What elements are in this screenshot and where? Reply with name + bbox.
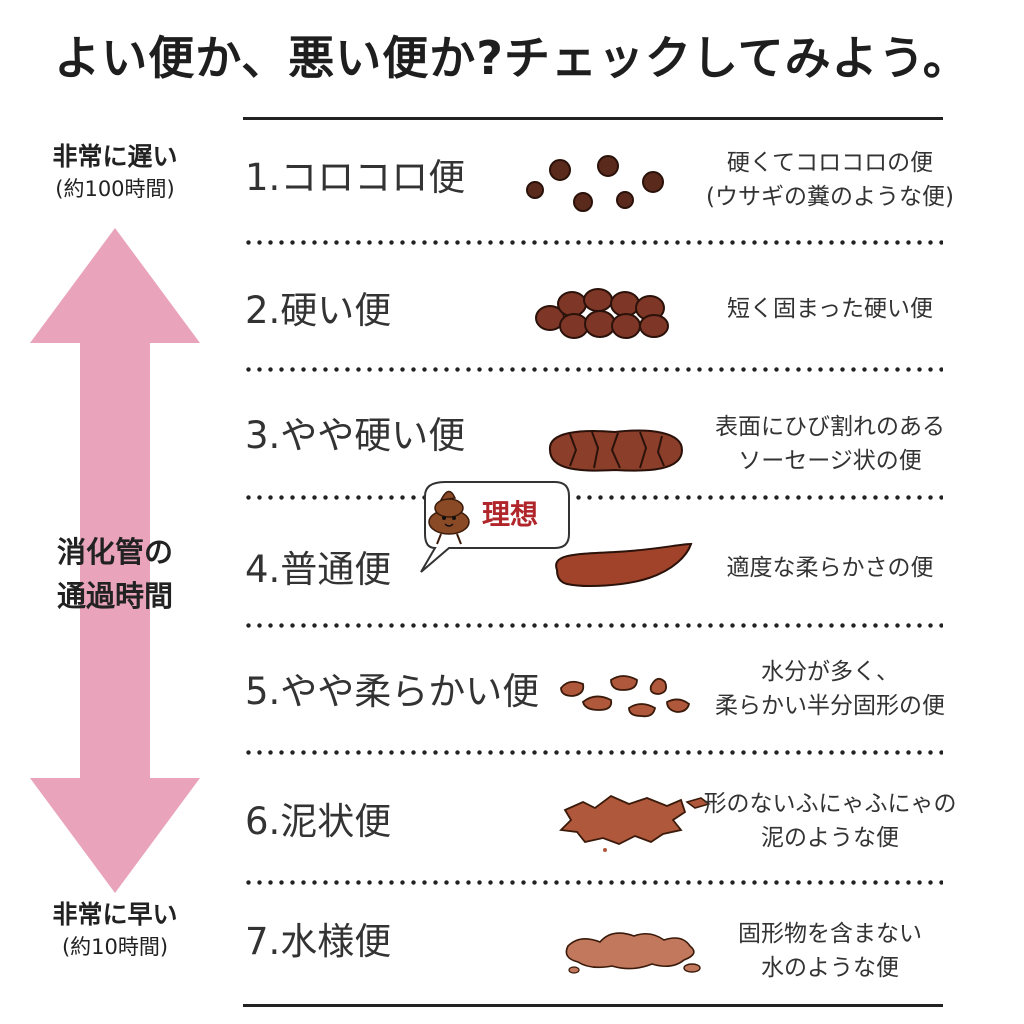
type-6-desc-line: 泥のような便: [761, 825, 899, 851]
row-divider: [243, 240, 943, 245]
stool-type-1-icon: [526, 155, 664, 212]
fast-label: 非常に早い (約10時間): [15, 898, 215, 962]
row-divider: [243, 495, 943, 500]
type-7-name: 7.水様便: [245, 920, 392, 963]
type-4-name: 4.普通便: [245, 548, 392, 591]
arrow-shape: [30, 228, 200, 893]
type-7-desc-line: 水のような便: [761, 955, 899, 981]
type-5-description: 水分が多く、 柔らかい半分固形の便: [680, 655, 980, 723]
slow-label: 非常に遅い (約100時間): [15, 140, 215, 204]
type-1-desc-line: 硬くてコロコロの便: [726, 150, 934, 176]
transit-time-label-line1: 消化管の: [56, 535, 173, 569]
fast-label-main: 非常に早い: [52, 900, 178, 929]
type-7-description: 固形物を含まない 水のような便: [680, 917, 980, 985]
type-3-desc-line: ソーセージ状の便: [738, 448, 922, 474]
type-6-desc-line: 形のないふにゃふにゃの: [703, 791, 957, 817]
row-divider: [243, 623, 943, 628]
type-3-description: 表面にひび割れのある ソーセージ状の便: [680, 410, 980, 478]
type-1-description: 硬くてコロコロの便 (ウサギの糞のような便): [680, 146, 980, 214]
row-divider: [243, 367, 943, 372]
fast-label-sub: (約10時間): [61, 935, 169, 959]
stool-type-4-icon: [555, 542, 693, 587]
row-divider: [243, 880, 943, 885]
ideal-label: 理想: [482, 498, 539, 531]
stool-type-5-icon: [560, 675, 691, 718]
stool-type-6-icon: [559, 794, 711, 852]
double-arrow-icon: [30, 228, 200, 893]
type-5-desc-line: 柔らかい半分固形の便: [715, 693, 945, 719]
type-6-name: 6.泥状便: [245, 800, 392, 843]
stool-type-2-icon: [535, 288, 669, 339]
type-2-name: 2.硬い便: [245, 289, 392, 332]
page-title: よい便か、悪い便か?チェックしてみよう。: [54, 31, 970, 85]
poop-mascot-icon: [428, 490, 470, 545]
transit-time-label: 消化管の 通過時間: [20, 530, 210, 618]
type-1-desc-line: (ウサギの糞のような便): [706, 184, 954, 210]
slow-label-sub: (約100時間): [55, 177, 175, 201]
type-5-name: 5.やや柔らかい便: [245, 670, 540, 713]
type-2-desc-line: 短く固まった硬い便: [726, 296, 934, 322]
type-4-description: 適度な柔らかさの便: [680, 551, 980, 585]
row-divider: [243, 750, 943, 755]
type-6-description: 形のないふにゃふにゃの 泥のような便: [680, 787, 980, 855]
type-3-desc-line: 表面にひび割れのある: [715, 414, 945, 440]
type-7-desc-line: 固形物を含まない: [738, 921, 922, 947]
table-bottom-border: [243, 1004, 943, 1007]
type-4-desc-line: 適度な柔らかさの便: [726, 555, 934, 581]
type-1-name: 1.コロコロ便: [245, 156, 466, 199]
type-3-name: 3.やや硬い便: [245, 414, 466, 457]
ideal-speech-bubble: [420, 481, 570, 573]
stool-type-7-icon: [565, 932, 701, 974]
table-top-border: [243, 117, 943, 120]
stool-type-3-icon: [548, 429, 684, 472]
type-5-desc-line: 水分が多く、: [761, 659, 899, 685]
transit-time-label-line2: 通過時間: [56, 579, 173, 613]
slow-label-main: 非常に遅い: [52, 142, 178, 171]
type-2-description: 短く固まった硬い便: [680, 292, 980, 326]
